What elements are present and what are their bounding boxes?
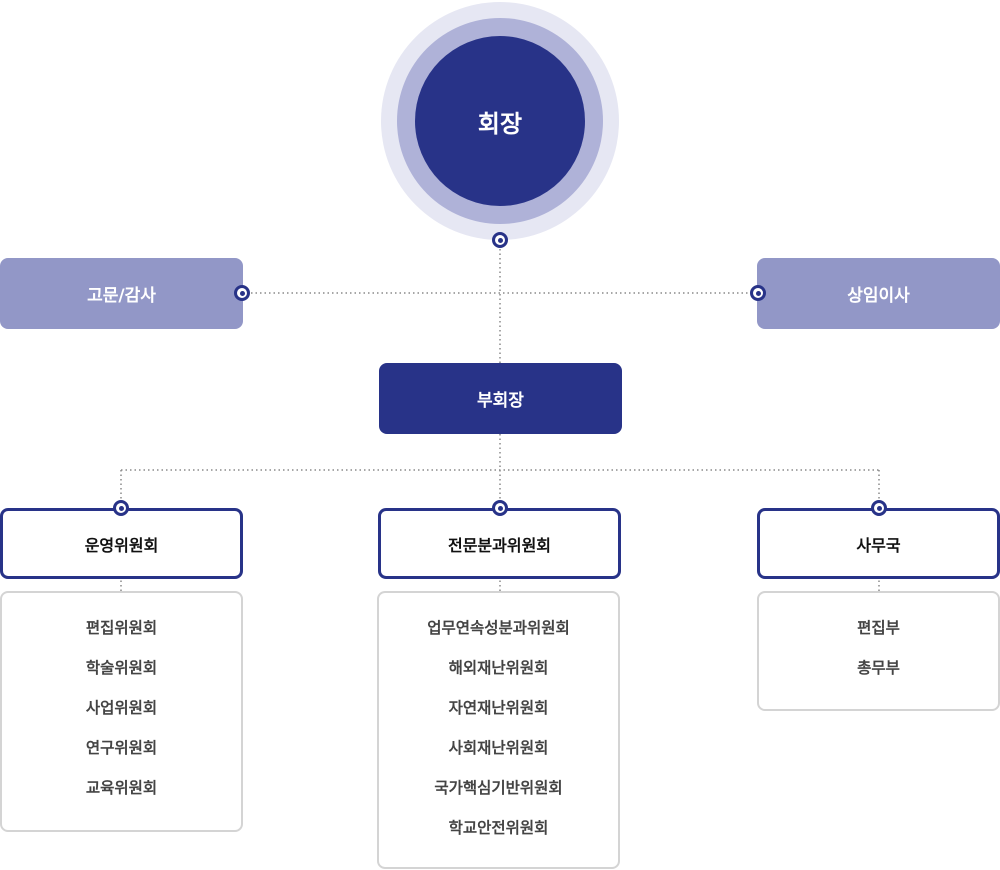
list-item: 국가핵심기반위원회 — [434, 779, 563, 797]
vice-chairman-node: 부회장 — [379, 363, 622, 434]
connector-dot-division — [492, 500, 508, 516]
chairman-node: 회장 — [415, 36, 585, 206]
connector-dot-standing-director — [750, 285, 766, 301]
list-item: 교육위원회 — [85, 779, 158, 797]
standing-director-node: 상임이사 — [757, 258, 1000, 329]
vice-chairman-label: 부회장 — [477, 391, 524, 411]
connector-dot-advisor — [234, 285, 250, 301]
division-title: 전문분과위원회 — [447, 535, 552, 555]
division-operations: 운영위원회 — [0, 508, 243, 579]
list-item: 학교안전위원회 — [448, 819, 549, 837]
secretariat-list: 편집부 총무부 — [757, 591, 1000, 711]
operations-committee-list: 편집위원회 학술위원회 사업위원회 연구위원회 교육위원회 — [0, 591, 243, 832]
list-item: 총무부 — [857, 659, 900, 677]
specialized-committee-list: 업무연속성분과위원회 해외재난위원회 자연재난위원회 사회재난위원회 국가핵심기… — [377, 591, 620, 869]
connector-dot-division — [871, 500, 887, 516]
advisor-label: 고문/감사 — [87, 286, 156, 306]
division-title: 운영위원회 — [84, 535, 159, 555]
list-item: 사회재난위원회 — [448, 739, 549, 757]
list-item: 해외재난위원회 — [448, 659, 549, 677]
advisor-node: 고문/감사 — [0, 258, 243, 329]
division-secretariat: 사무국 — [757, 508, 1000, 579]
connector-dot-chairman — [492, 232, 508, 248]
list-item: 사업위원회 — [85, 699, 158, 717]
connector-dot-division — [113, 500, 129, 516]
division-title: 사무국 — [856, 535, 901, 555]
standing-director-label: 상임이사 — [847, 286, 910, 306]
list-item: 편집위원회 — [85, 619, 158, 637]
list-item: 연구위원회 — [85, 739, 158, 757]
list-item: 편집부 — [857, 619, 900, 637]
list-item: 업무연속성분과위원회 — [427, 619, 570, 637]
chairman-label: 회장 — [477, 109, 523, 138]
division-specialized: 전문분과위원회 — [378, 508, 621, 579]
list-item: 자연재난위원회 — [448, 699, 549, 717]
list-item: 학술위원회 — [85, 659, 158, 677]
